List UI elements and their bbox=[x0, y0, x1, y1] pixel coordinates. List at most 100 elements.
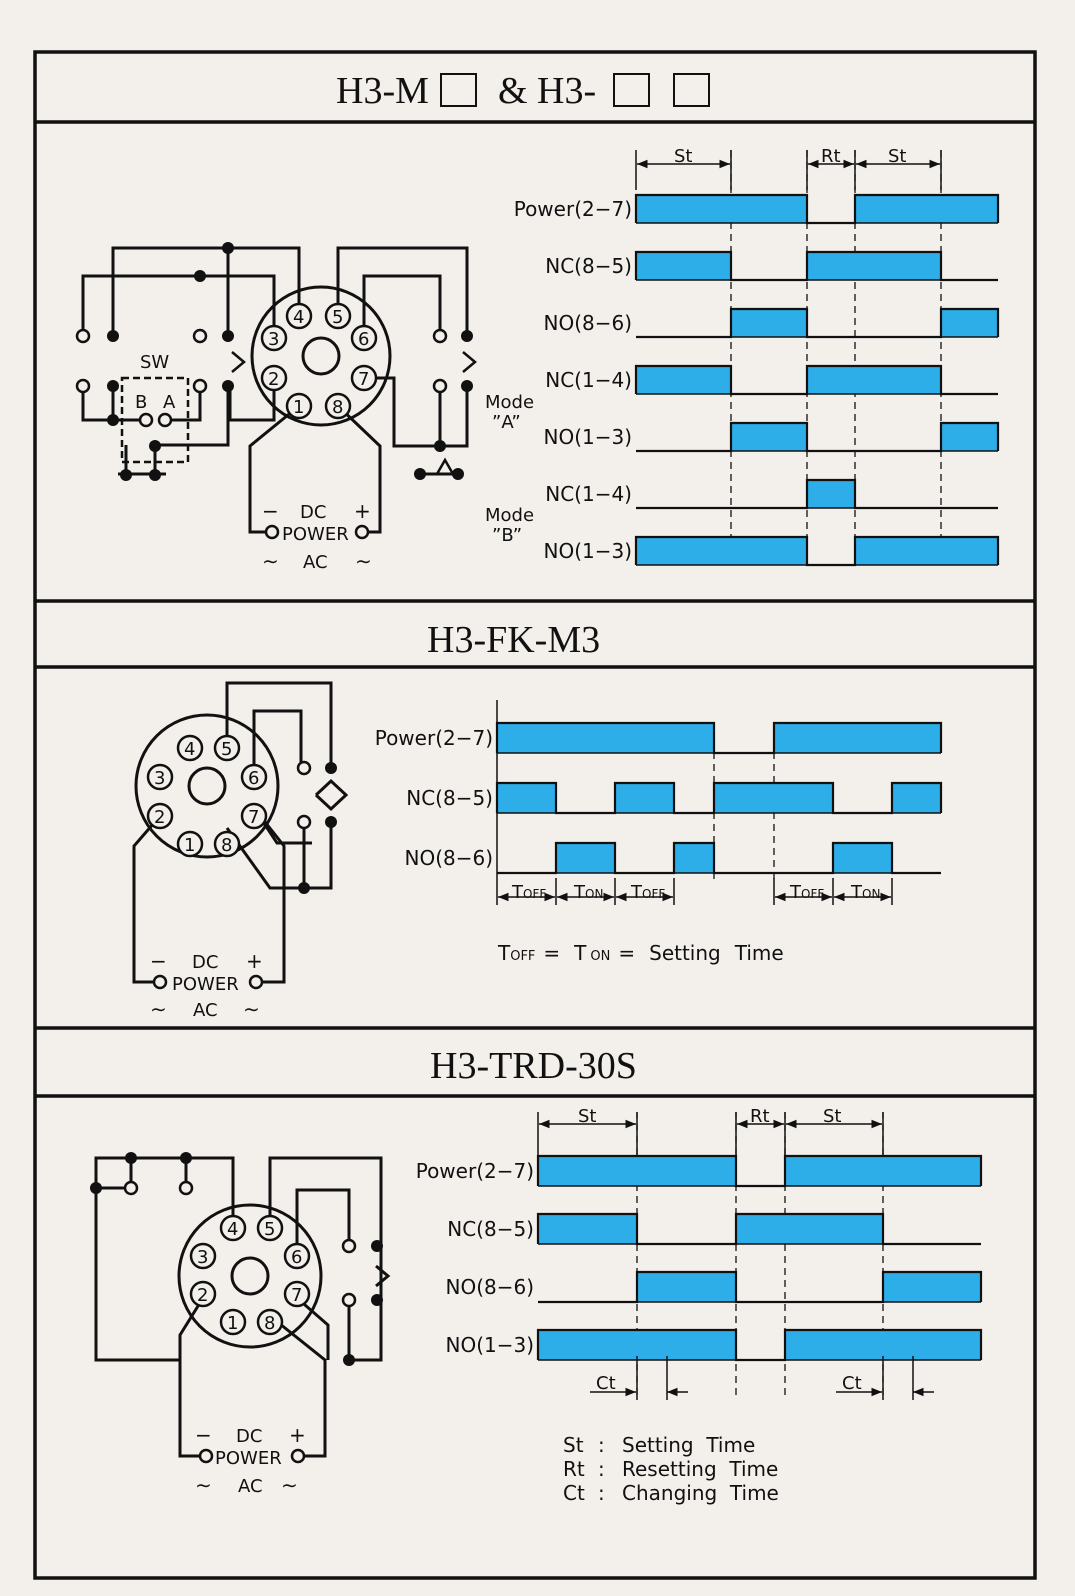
t-off-label: TOFF bbox=[789, 882, 824, 903]
st-label: St bbox=[888, 146, 906, 167]
wiring-diagram-1-terminals bbox=[75, 328, 448, 540]
legend: St : Setting Time Rt : Resetting Time Ct… bbox=[563, 1433, 779, 1505]
timing-chart-3: Power(2−7)NC(8−5)NO(8−6)NO(1−3) bbox=[416, 1112, 983, 1400]
wiring-diagram-3-dots bbox=[90, 1152, 383, 1366]
timing-row: Power(2−7) bbox=[514, 193, 1000, 225]
timing-row: NO(8−6) bbox=[543, 307, 1000, 339]
sw-label: SW bbox=[140, 352, 169, 373]
timing-chart-1: Power(2−7)NC(8−5)NO(8−6)NC(1−4)NO(1−3)NC… bbox=[514, 150, 1000, 567]
pulse-segment bbox=[615, 783, 674, 813]
pulse-segment bbox=[636, 537, 731, 565]
timing-row-label: NO(8−6) bbox=[543, 311, 632, 335]
dc-plus: + bbox=[354, 499, 371, 523]
pin-5: 5 bbox=[264, 1219, 275, 1240]
st-label: St bbox=[578, 1106, 596, 1127]
dc-label: DC bbox=[192, 952, 218, 973]
title-h3: & H3- bbox=[498, 70, 596, 112]
t-labels: TOFF TON TOFF TOFF TON bbox=[511, 882, 880, 903]
legend-sep: : bbox=[598, 1481, 605, 1505]
t-on-label: TON bbox=[850, 882, 880, 903]
pin-4: 4 bbox=[293, 307, 304, 328]
pin-1: 1 bbox=[227, 1313, 238, 1334]
wiring-diagram-2 bbox=[132, 681, 349, 984]
wiring-diagram-2-dots bbox=[298, 762, 337, 894]
pin-5: 5 bbox=[332, 307, 343, 328]
pin-7: 7 bbox=[358, 369, 369, 390]
dc-minus: − bbox=[262, 499, 279, 523]
legend-text: Resetting Time bbox=[622, 1457, 778, 1481]
pulse-segment bbox=[556, 843, 615, 873]
waveform-line bbox=[497, 841, 941, 875]
pulse-segment bbox=[636, 366, 731, 394]
timing-row: NC(1−4) bbox=[545, 478, 998, 510]
title-h3trd-30s: H3-TRD-30S bbox=[430, 1045, 637, 1087]
wiring-diagram-2-terminals bbox=[152, 760, 312, 990]
pin-5: 5 bbox=[221, 739, 232, 760]
dc-minus: − bbox=[195, 1423, 212, 1447]
power-label: POWER bbox=[172, 974, 239, 995]
waveform-line bbox=[634, 364, 998, 396]
socket-pins-2: 1 2 3 4 5 6 7 8 bbox=[146, 734, 268, 858]
pulse-segment bbox=[941, 423, 998, 451]
pulse-segment bbox=[731, 309, 807, 337]
pulse-segment bbox=[674, 723, 714, 753]
pulse-segment bbox=[941, 537, 998, 565]
pulse-segment bbox=[731, 195, 807, 223]
st-label: St bbox=[823, 1106, 841, 1127]
pin-3: 3 bbox=[268, 329, 279, 350]
pin-3: 3 bbox=[197, 1247, 208, 1268]
pin-6: 6 bbox=[358, 329, 369, 350]
timing-row: NO(8−6) bbox=[445, 1270, 983, 1304]
legend-text: Changing Time bbox=[622, 1481, 779, 1505]
timing-row-label: NC(8−5) bbox=[406, 786, 493, 810]
pin-2: 2 bbox=[154, 807, 165, 828]
timing-row: Power(2−7) bbox=[375, 721, 943, 755]
wiring-diagram-3-terminals bbox=[123, 1180, 357, 1464]
ac-right: ∼ bbox=[281, 1473, 298, 1497]
t-on-label: TON bbox=[573, 882, 603, 903]
timing-row-label: NC(1−4) bbox=[545, 368, 632, 392]
pulse-segment bbox=[636, 195, 731, 223]
pulse-segment bbox=[785, 1330, 883, 1360]
pulse-segment bbox=[674, 843, 714, 873]
pulse-segment bbox=[807, 366, 855, 394]
pulse-segment bbox=[833, 723, 892, 753]
timing-row: NC(8−5) bbox=[447, 1212, 981, 1246]
pulse-segment bbox=[714, 783, 774, 813]
ac-left: ∼ bbox=[150, 997, 167, 1021]
waveform-line bbox=[634, 250, 998, 282]
waveform-line bbox=[536, 1212, 981, 1246]
dc-minus: − bbox=[150, 949, 167, 973]
wiring-diagram-3 bbox=[94, 1156, 391, 1458]
pulse-segment bbox=[736, 1214, 785, 1244]
mode-b-value: ”B” bbox=[492, 525, 522, 546]
pulse-segment bbox=[785, 1156, 883, 1186]
mode-a-label: Mode bbox=[485, 392, 534, 413]
pulse-segment bbox=[731, 537, 807, 565]
pulse-segment bbox=[774, 783, 833, 813]
pin-8: 8 bbox=[221, 835, 232, 856]
t-off-label: TOFF bbox=[630, 882, 665, 903]
pulse-segment bbox=[883, 1272, 981, 1302]
pulse-segment bbox=[807, 480, 855, 508]
legend-sep: : bbox=[598, 1433, 605, 1457]
timing-row: NC(8−5) bbox=[406, 781, 943, 815]
legend-abbr: St bbox=[563, 1433, 584, 1457]
legend-text: Setting Time bbox=[622, 1433, 755, 1457]
ac-left: ∼ bbox=[195, 1473, 212, 1497]
dc-label: DC bbox=[236, 1426, 262, 1447]
pulse-segment bbox=[941, 195, 998, 223]
pin-1: 1 bbox=[184, 835, 195, 856]
pulse-segment bbox=[892, 783, 941, 813]
pulse-segment bbox=[855, 537, 941, 565]
pin-6: 6 bbox=[248, 768, 259, 789]
sw-a-label: A bbox=[163, 392, 176, 413]
dc-plus: + bbox=[289, 1423, 306, 1447]
mode-b-label: Mode bbox=[485, 505, 534, 526]
pin-2: 2 bbox=[268, 369, 279, 390]
wiring-diagram-1 bbox=[81, 246, 469, 534]
pin-1: 1 bbox=[293, 397, 304, 418]
ct-label: Ct bbox=[842, 1373, 862, 1394]
socket-pins-3: 1 2 3 4 5 6 7 8 bbox=[189, 1214, 311, 1336]
pin-7: 7 bbox=[248, 807, 259, 828]
